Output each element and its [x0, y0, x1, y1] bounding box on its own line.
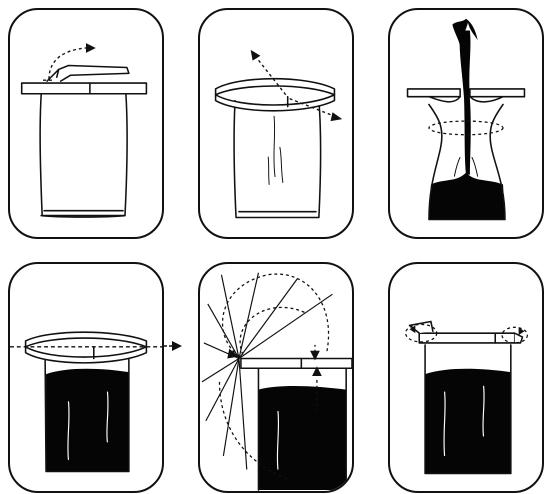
step-5-fold-top-panel — [198, 262, 354, 493]
step-4-close-bag-panel — [8, 262, 164, 493]
arrow-right-icon — [164, 340, 182, 352]
bag-open-illustration — [200, 10, 352, 237]
bag-fold-illustration — [200, 264, 352, 491]
step-2-open-bag-panel — [198, 8, 354, 239]
bag-fill-illustration — [390, 10, 542, 237]
step-6-secure-tabs-panel — [388, 262, 544, 493]
bag-secure-illustration — [390, 264, 542, 491]
bag-close-illustration — [10, 264, 162, 491]
bag-tear-strip-illustration — [10, 10, 162, 237]
step-1-tear-strip-panel — [8, 8, 164, 239]
step-3-fill-bag-panel — [388, 8, 544, 239]
